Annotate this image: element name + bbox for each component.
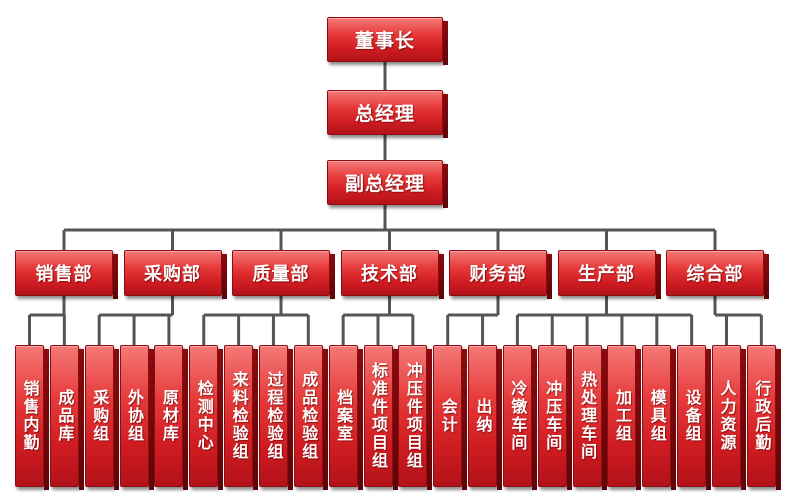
team-box[interactable]: 成品库 <box>49 345 84 490</box>
department-box[interactable]: 财务部 <box>449 250 552 299</box>
team-box[interactable]: 标准件项目组 <box>363 345 398 490</box>
department-box[interactable]: 质量部 <box>232 250 335 299</box>
team-box[interactable]: 过程检验组 <box>258 345 293 490</box>
team-box[interactable]: 检测中心 <box>189 345 224 490</box>
department-box[interactable]: 综合部 <box>666 250 769 299</box>
team-box[interactable]: 出纳 <box>468 345 503 490</box>
team-box[interactable]: 会计 <box>433 345 468 490</box>
team-box[interactable]: 成品检验组 <box>293 345 328 490</box>
team-box[interactable]: 原材库 <box>154 345 189 490</box>
team-box[interactable]: 加工组 <box>607 345 642 490</box>
node-general-manager[interactable]: 总经理 <box>327 90 448 138</box>
department-box[interactable]: 技术部 <box>340 250 444 299</box>
department-box[interactable]: 销售部 <box>15 250 118 299</box>
team-box[interactable]: 冷镦车间 <box>502 345 537 490</box>
team-box[interactable]: 档案室 <box>328 345 363 490</box>
team-box[interactable]: 模具组 <box>642 345 677 490</box>
team-box[interactable]: 设备组 <box>677 345 712 490</box>
team-box[interactable]: 冲压件项目组 <box>398 345 433 490</box>
team-box[interactable]: 热处理车间 <box>572 345 607 490</box>
team-box[interactable]: 外协组 <box>119 345 154 490</box>
team-box[interactable]: 行政后勤 <box>746 345 781 490</box>
node-chairman[interactable]: 董事长 <box>327 17 448 65</box>
team-box[interactable]: 销售内勤 <box>15 345 49 490</box>
team-box[interactable]: 人力资源 <box>712 345 746 490</box>
team-box[interactable]: 来料检验组 <box>224 345 259 490</box>
team-box[interactable]: 采购组 <box>84 345 119 490</box>
department-box[interactable]: 采购部 <box>123 250 227 299</box>
department-box[interactable]: 生产部 <box>557 250 661 299</box>
node-deputy-general-manager[interactable]: 副总经理 <box>327 160 448 208</box>
team-box[interactable]: 冲压车间 <box>537 345 572 490</box>
